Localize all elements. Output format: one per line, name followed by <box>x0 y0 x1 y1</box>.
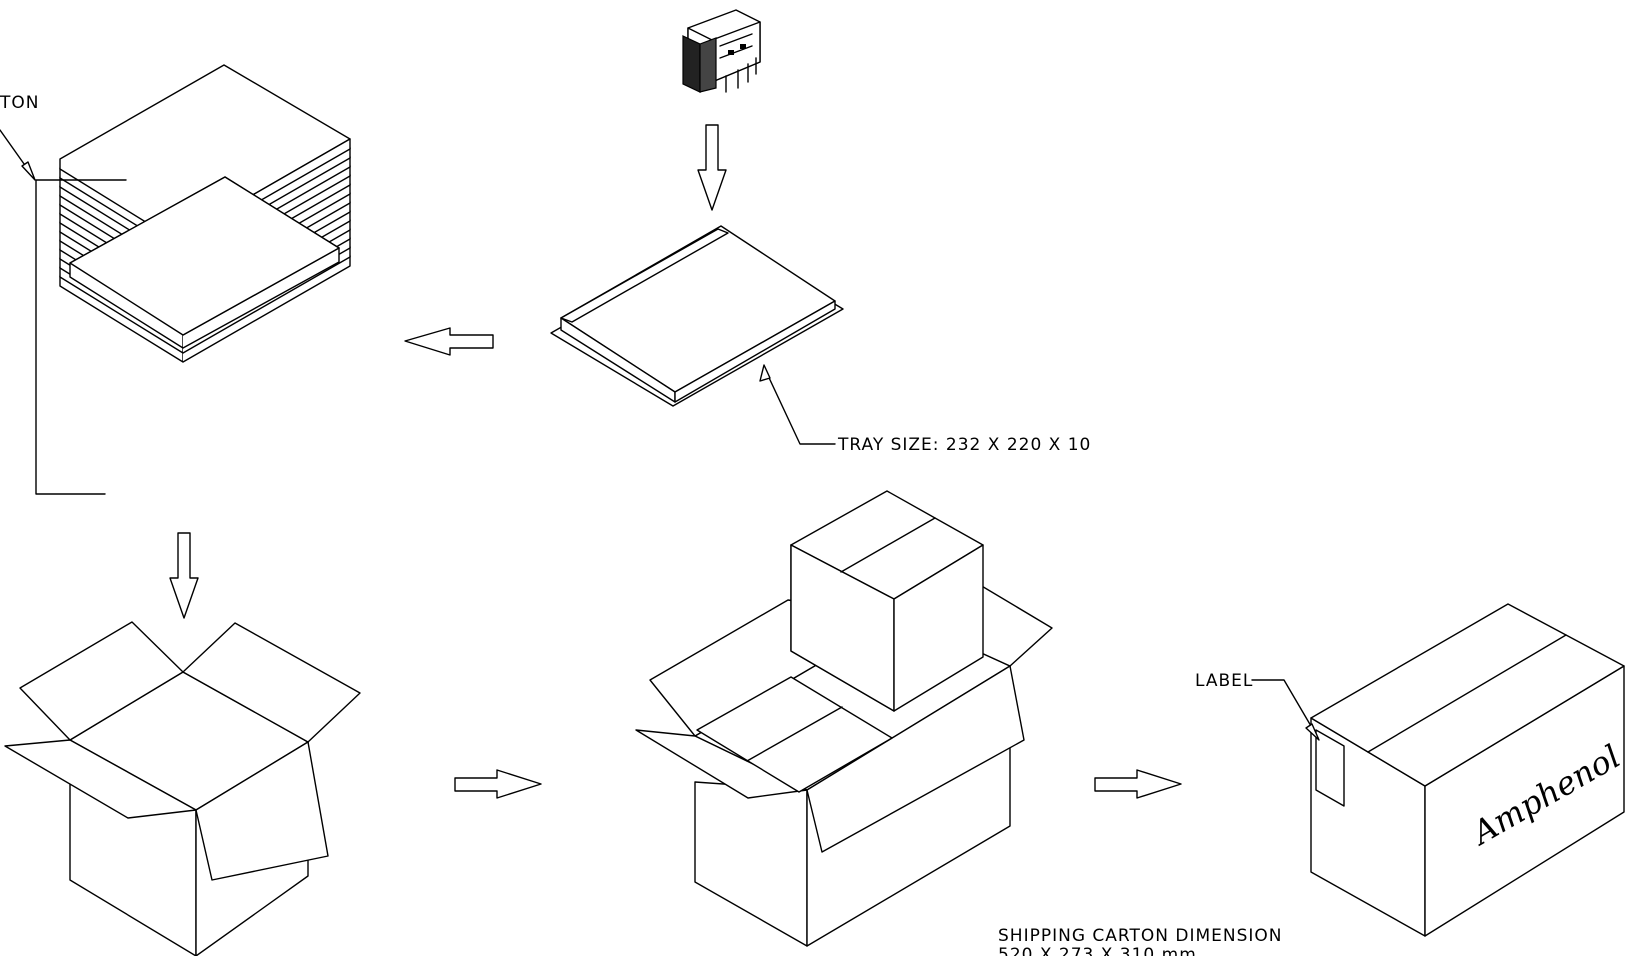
shipping-label-area <box>1315 729 1345 807</box>
closed-shipping-carton <box>1310 603 1625 937</box>
stack-top-face <box>69 176 340 336</box>
connector-component <box>682 9 761 93</box>
open-box-with-inner-carton <box>635 490 1053 947</box>
tray-size-leader <box>763 366 836 445</box>
arrow-left-to-stack <box>404 327 494 356</box>
carton-label: TON <box>0 93 39 113</box>
arrow-right-1 <box>454 769 542 799</box>
shipping-dimension-line1: SHIPPING CARTON DIMENSION <box>998 926 1283 946</box>
tray-size-label: TRAY SIZE: 232 X 220 X 10 <box>837 435 1091 455</box>
single-tray <box>550 225 844 407</box>
label-leader <box>1251 679 1319 739</box>
carton-bracket <box>35 179 127 495</box>
arrow-right-2 <box>1094 769 1182 799</box>
open-box <box>4 621 361 956</box>
label-callout: LABEL <box>1195 671 1253 691</box>
arrow-down-to-tray <box>697 124 727 211</box>
arrow-down-to-box <box>169 532 199 619</box>
tray-stack <box>59 64 351 363</box>
shipping-dimension-line2: 520 X 273 X 310 mm <box>998 945 1197 956</box>
